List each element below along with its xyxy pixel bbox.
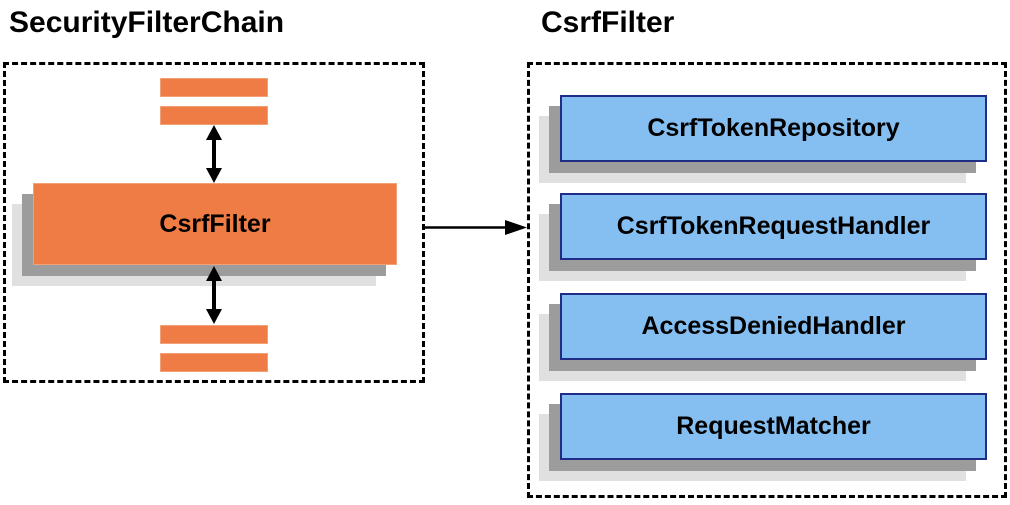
security-filter-chain-group: CsrfFilter <box>3 62 425 383</box>
filter-placeholder-bar <box>160 325 268 344</box>
filter-placeholder-bar <box>160 78 268 97</box>
up-down-arrow-icon <box>206 266 222 324</box>
csrf-filter-node-label: CsrfFilter <box>159 209 271 238</box>
csrf-filter-group: CsrfTokenRepository CsrfTokenRequestHand… <box>527 62 1007 498</box>
component-node-label: CsrfTokenRequestHandler <box>616 212 931 240</box>
component-node-request-matcher: RequestMatcher <box>560 393 987 460</box>
component-node-label: RequestMatcher <box>676 412 871 440</box>
component-node-label: CsrfTokenRepository <box>647 114 900 142</box>
security-filter-chain-title: SecurityFilterChain <box>9 6 285 39</box>
right-arrow-icon <box>424 220 527 235</box>
filter-placeholder-bar <box>160 106 268 125</box>
component-node-csrf-token-repository: CsrfTokenRepository <box>560 95 987 162</box>
component-node-csrf-token-request-handler: CsrfTokenRequestHandler <box>560 193 987 260</box>
up-down-arrow-icon <box>206 125 222 183</box>
filter-placeholder-bar <box>160 353 268 372</box>
csrf-filter-node: CsrfFilter <box>33 183 397 265</box>
csrf-filter-title: CsrfFilter <box>541 6 675 39</box>
component-node-access-denied-handler: AccessDeniedHandler <box>560 293 987 360</box>
component-node-label: AccessDeniedHandler <box>641 312 906 340</box>
